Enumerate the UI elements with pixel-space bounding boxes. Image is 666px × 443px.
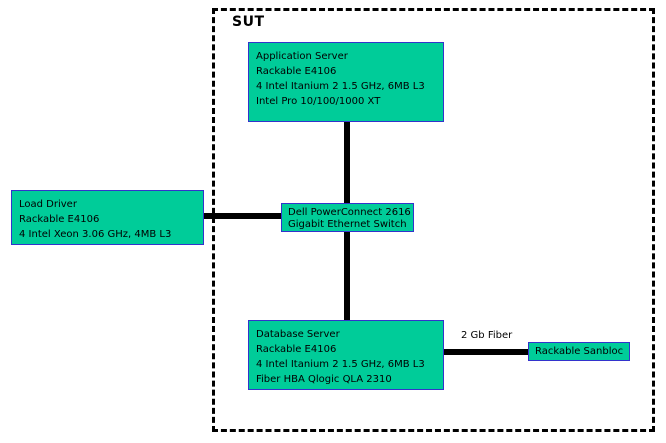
sut-boundary (212, 8, 655, 432)
node-line-type: Gigabit Ethernet Switch (288, 219, 407, 230)
node-database-server[interactable]: Database Server Rackable E4106 4 Intel I… (248, 320, 444, 390)
node-ethernet-switch[interactable]: Dell PowerConnect 2616 Gigabit Ethernet … (281, 203, 414, 232)
node-line-title: Load Driver (19, 199, 77, 210)
node-line-cpu: 4 Intel Xeon 3.06 GHz, 4MB L3 (19, 229, 172, 240)
node-storage-sanbloc[interactable]: Rackable Sanbloc (528, 342, 630, 361)
link-switch-to-database-server (344, 230, 350, 322)
node-application-server[interactable]: Application Server Rackable E4106 4 Inte… (248, 42, 444, 122)
link-database-server-to-storage (441, 349, 531, 355)
link-load-driver-to-switch (200, 213, 284, 219)
node-line-hba: Fiber HBA Qlogic QLA 2310 (256, 374, 392, 385)
node-line-model: Rackable E4106 (256, 66, 337, 77)
node-line-title: Application Server (256, 51, 348, 62)
link-label-fiber: 2 Gb Fiber (461, 330, 513, 341)
node-load-driver[interactable]: Load Driver Rackable E4106 4 Intel Xeon … (11, 190, 204, 245)
node-line-model: Rackable E4106 (19, 214, 100, 225)
node-line-nic: Intel Pro 10/100/1000 XT (256, 96, 381, 107)
node-line-model: Rackable E4106 (256, 344, 337, 355)
node-line-cpu: 4 Intel Itanium 2 1.5 GHz, 6MB L3 (256, 359, 425, 370)
node-line-title: Database Server (256, 329, 340, 340)
node-line-cpu: 4 Intel Itanium 2 1.5 GHz, 6MB L3 (256, 81, 425, 92)
sut-label: SUT (232, 14, 265, 30)
node-line-title: Rackable Sanbloc (535, 346, 624, 357)
node-line-title: Dell PowerConnect 2616 (288, 207, 411, 218)
link-app-server-to-switch (344, 121, 350, 205)
